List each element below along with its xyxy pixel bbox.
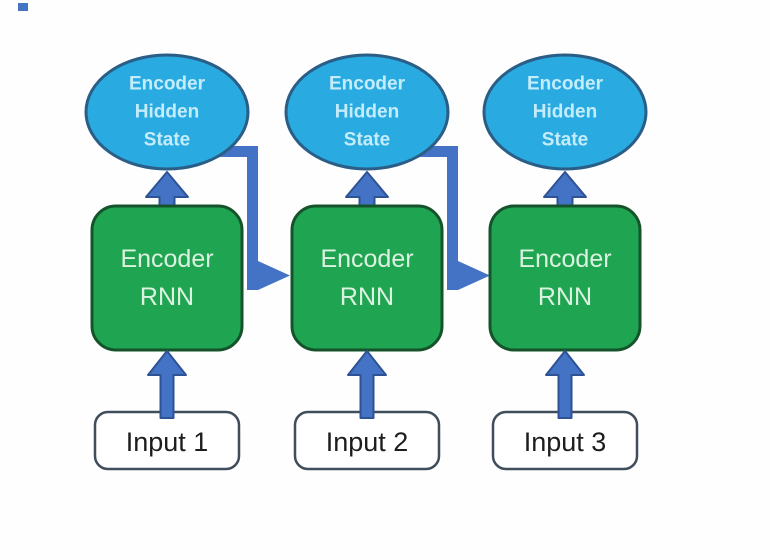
hidden-state-label-line: Hidden xyxy=(335,102,399,123)
arrow-up-input1-to-rnn1-icon xyxy=(147,350,187,419)
hidden-state-label-line: State xyxy=(144,130,190,151)
hidden-state-label-line: Hidden xyxy=(533,102,597,123)
arrow-up-rnn3-to-hidden3-icon xyxy=(543,171,587,208)
hidden-state-label-line: Encoder xyxy=(527,74,604,95)
hidden-state-node-2 xyxy=(284,53,450,171)
encoder-rnn-node-2 xyxy=(290,204,444,352)
encoder-column-2: Encoder Hidden State Encoder RNN Input 2 xyxy=(284,53,450,471)
arrow-up-input2-to-rnn2-icon xyxy=(347,350,387,419)
rnn-label-line: RNN xyxy=(538,283,592,311)
hidden-state-node-3 xyxy=(482,53,648,171)
hidden-state-label-line: Encoder xyxy=(129,74,206,95)
input-label: Input 1 xyxy=(126,427,209,457)
arrow-up-input3-to-rnn3-icon xyxy=(545,350,585,419)
connector-arrowhead-right-icon xyxy=(258,261,290,290)
encoder-rnn-node-3 xyxy=(488,204,642,352)
arrow-up-rnn2-to-hidden2-icon xyxy=(345,171,389,208)
connector-vertical-segment xyxy=(447,146,458,290)
connector-vertical-segment xyxy=(247,146,258,290)
encoder-rnn-node-1 xyxy=(90,204,244,352)
rnn-label-line: RNN xyxy=(340,283,394,311)
rnn-label-line: Encoder xyxy=(320,245,413,273)
input-label: Input 2 xyxy=(326,427,409,457)
hidden-state-label-line: Hidden xyxy=(135,102,199,123)
input-label: Input 3 xyxy=(524,427,607,457)
encoder-column-1: Encoder Hidden State Encoder RNN Input 1 xyxy=(84,53,250,471)
rnn-label-line: Encoder xyxy=(120,245,213,273)
hidden-state-label-line: State xyxy=(542,130,588,151)
hidden-state-node-1 xyxy=(84,53,250,171)
hidden-state-label-line: State xyxy=(344,130,390,151)
arrow-up-rnn1-to-hidden1-icon xyxy=(145,171,189,208)
hidden-state-label-line: Encoder xyxy=(329,74,406,95)
rnn-label-line: RNN xyxy=(140,283,194,311)
encoder-column-3: Encoder Hidden State Encoder RNN Input 3 xyxy=(482,53,648,471)
corner-accent-square xyxy=(18,3,28,11)
rnn-label-line: Encoder xyxy=(518,245,611,273)
connector-arrowhead-right-icon xyxy=(458,261,490,290)
